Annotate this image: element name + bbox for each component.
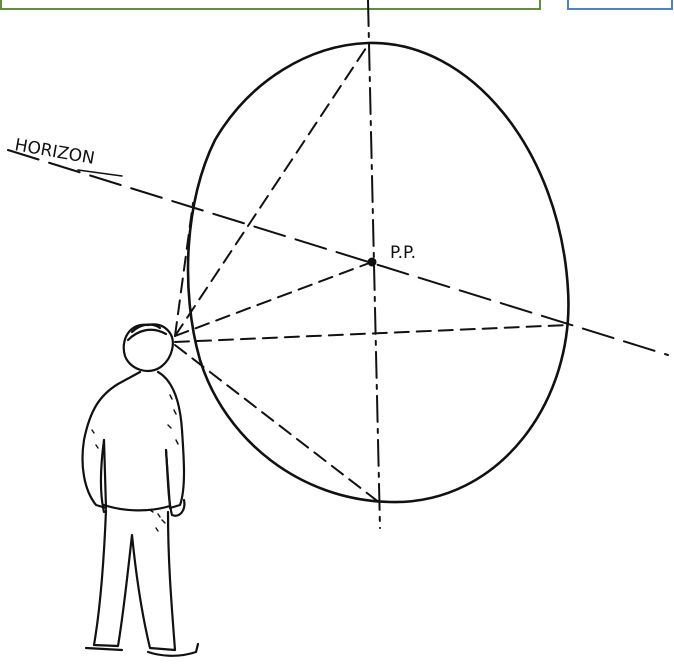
person-figure bbox=[81, 323, 200, 657]
figure-legs bbox=[92, 508, 177, 652]
picture-plane-ellipse bbox=[186, 41, 570, 504]
figure-jacket-hem bbox=[102, 503, 172, 512]
sight-line-left bbox=[174, 202, 194, 337]
figure-arm bbox=[99, 438, 186, 517]
sight-line-center bbox=[174, 261, 373, 337]
figure-head bbox=[122, 323, 174, 373]
sight-line-right bbox=[174, 324, 569, 343]
horizon-label-underline bbox=[77, 169, 123, 177]
sight-line-top bbox=[174, 44, 369, 337]
figure-shading bbox=[91, 394, 179, 532]
figure-hair bbox=[126, 323, 168, 342]
principal-point-label: P.P. bbox=[390, 243, 416, 263]
figure-torso bbox=[81, 370, 186, 510]
figure-feet bbox=[84, 642, 200, 657]
horizon-line bbox=[7, 149, 669, 356]
top-frame-box bbox=[567, 0, 673, 10]
sight-line-bottom bbox=[174, 344, 381, 504]
top-frame-bar bbox=[0, 0, 541, 10]
principal-point-dot bbox=[367, 257, 377, 267]
sight-lines bbox=[174, 44, 569, 504]
